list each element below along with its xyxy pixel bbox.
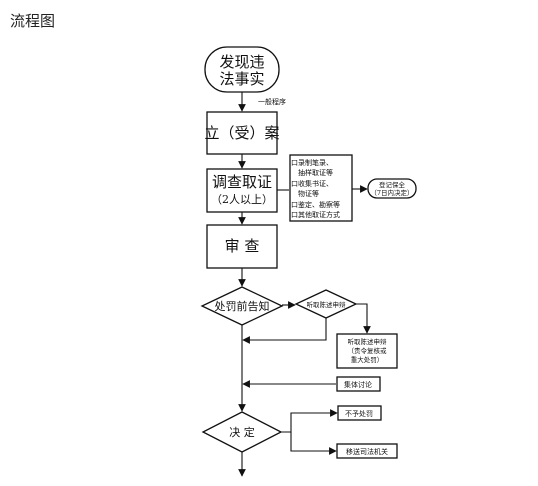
statement-box-line-1: 听取陈述申辩 bbox=[348, 337, 388, 346]
general-procedure-label: 一般程序 bbox=[258, 97, 286, 106]
start-line-2: 法事实 bbox=[219, 70, 264, 88]
collective-label: 集体讨论 bbox=[344, 380, 372, 389]
pre-notice-label: 处罚前告知 bbox=[215, 299, 270, 313]
transfer-box bbox=[336, 443, 398, 459]
no-penalty-label: 不予处罚 bbox=[345, 409, 373, 418]
start-line-1: 发现违 bbox=[219, 53, 264, 71]
statement-box-line-3: 重大处罚） bbox=[351, 355, 384, 364]
transfer-label: 移送司法机关 bbox=[346, 447, 388, 456]
evidence-methods-box bbox=[289, 154, 353, 222]
review-label: 审 查 bbox=[225, 237, 260, 255]
no-penalty-box bbox=[337, 405, 382, 421]
evidence-method-6: 口其他取证方式 bbox=[291, 210, 340, 219]
investigation-subtitle: （2人以上） bbox=[211, 193, 273, 206]
preservation-line-2: （7日内决定） bbox=[370, 188, 413, 197]
evidence-method-1: 口录制笔录、 bbox=[291, 158, 333, 167]
filing-label: 立（受）案 bbox=[204, 124, 279, 142]
statement-box bbox=[336, 333, 398, 369]
decision-label: 决 定 bbox=[229, 425, 255, 439]
page-title: 流程图 bbox=[10, 13, 56, 30]
evidence-method-4: 物证等 bbox=[298, 189, 319, 198]
evidence-method-5: 口鉴定、勘察等 bbox=[291, 200, 340, 209]
collective-box bbox=[336, 376, 381, 392]
preservation-line-1: 登记保全 bbox=[379, 180, 406, 189]
investigation-title: 调查取证 bbox=[212, 173, 272, 191]
evidence-method-3: 口收集书证、 bbox=[291, 179, 333, 188]
preservation-box bbox=[367, 178, 417, 199]
statement-box-line-2: （责令复核或 bbox=[348, 346, 388, 355]
statement-check-label: 听取陈述申辩 bbox=[307, 300, 347, 309]
evidence-method-2: 抽样取证等 bbox=[298, 168, 333, 177]
